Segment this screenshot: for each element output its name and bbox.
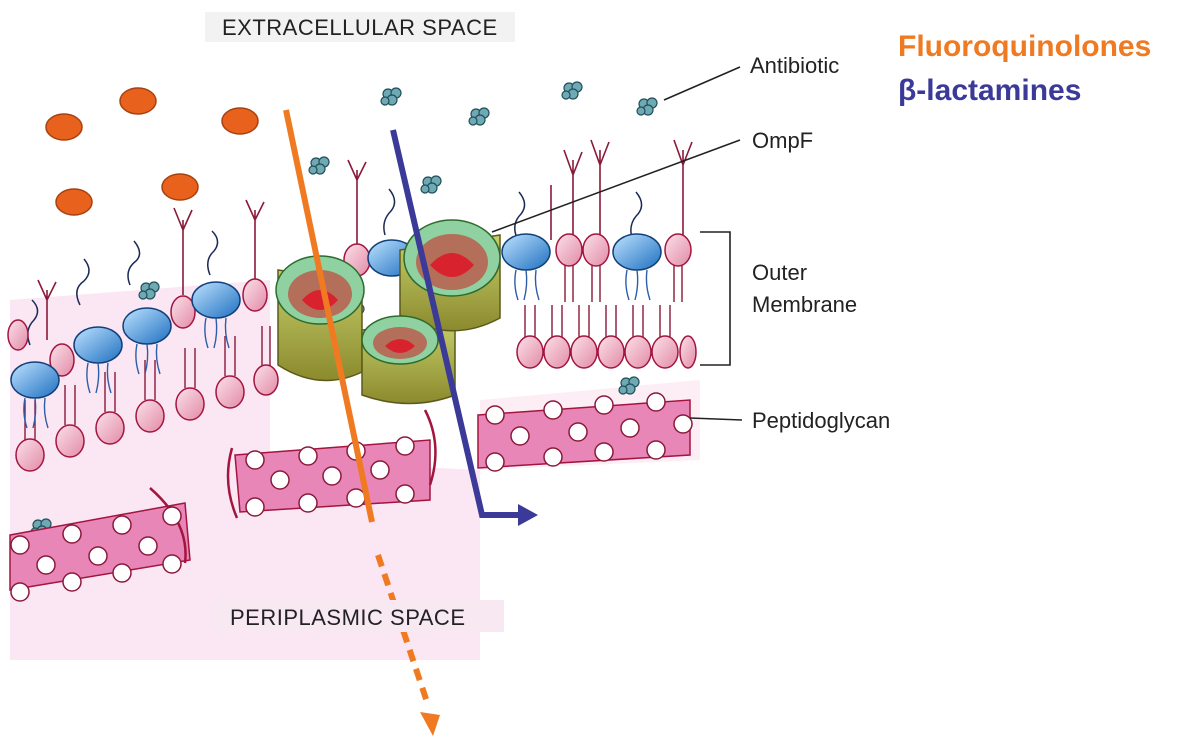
extracellular-space-label: EXTRACELLULAR SPACE (222, 15, 498, 40)
fluoroquinolone-arrowhead (420, 712, 440, 736)
legend-fluoroquinolones: Fluoroquinolones (898, 30, 1151, 63)
antibiotic-molecule (637, 98, 657, 115)
fluoroquinolone-particle (222, 108, 258, 134)
legend-beta-lactamines: β-lactamines (898, 74, 1081, 107)
antibiotic-molecule (381, 88, 401, 105)
antibiotic-molecule (562, 82, 582, 99)
ompf-label: OmpF (752, 128, 813, 153)
periplasmic-space-label: PERIPLASMIC SPACE (230, 605, 466, 630)
beta-lactamine-arrowhead (518, 504, 538, 526)
antibiotic-molecule (469, 108, 489, 125)
fluoroquinolone-particle (56, 189, 92, 215)
peptidoglycan-label: Peptidoglycan (752, 408, 890, 433)
outer-membrane-label-line2: Membrane (752, 292, 857, 317)
outer-membrane-bracket (700, 232, 730, 365)
fluoroquinolone-particle (162, 174, 198, 200)
outer-membrane-right (502, 234, 696, 368)
antibiotic-molecule (421, 176, 441, 193)
outer-membrane-label-line1: Outer (752, 260, 807, 285)
fluoroquinolone-particle (46, 114, 82, 140)
antibiotic-label: Antibiotic (750, 53, 839, 78)
antibiotic-molecule (309, 157, 329, 174)
fluoroquinolone-particle (120, 88, 156, 114)
fluoroquinolone-particles (46, 88, 258, 215)
